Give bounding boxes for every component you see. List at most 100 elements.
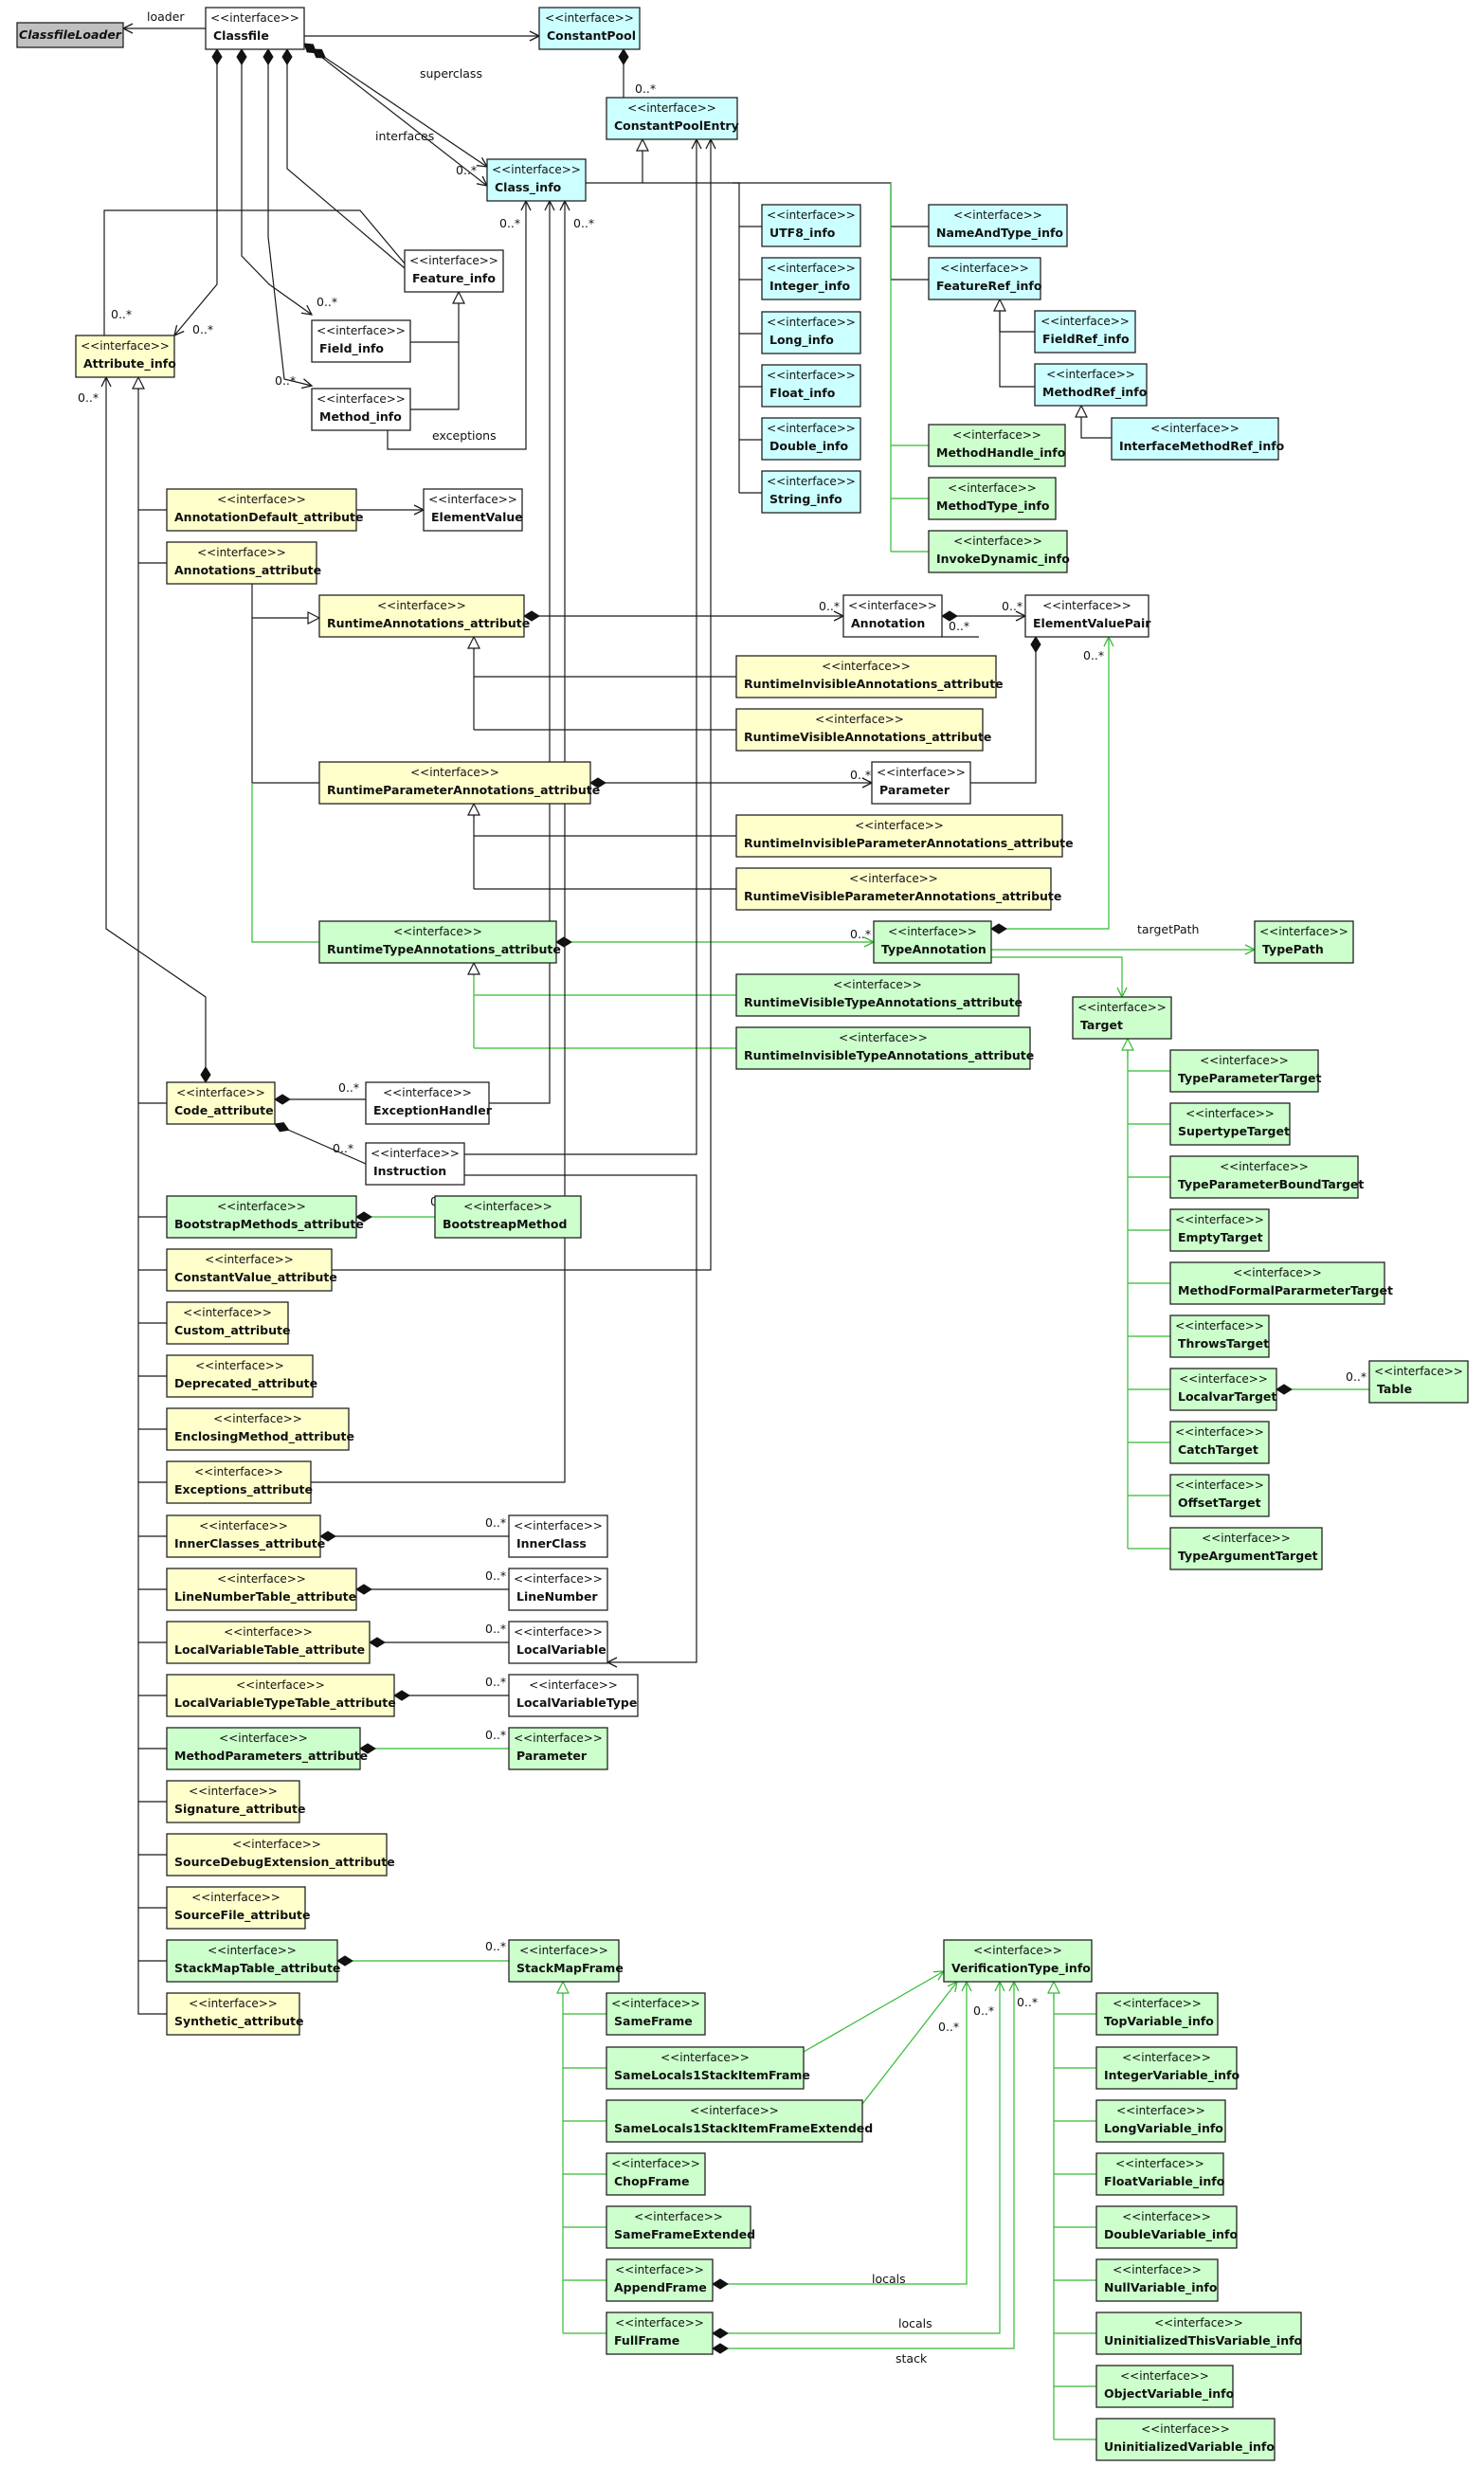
class-box-runtimeannotations-attribute[interactable]: <<interface>>RuntimeAnnotations_attribut… — [318, 594, 530, 638]
class-box-methodparameters-attribute[interactable]: <<interface>>MethodParameters_attribute — [166, 1727, 368, 1770]
class-box-linenumbertable-attribute[interactable]: <<interface>>LineNumberTable_attribute — [166, 1568, 357, 1611]
class-box-innerclass[interactable]: <<interface>>InnerClass — [508, 1514, 608, 1558]
class-box-emptytarget[interactable]: <<interface>>EmptyTarget — [1169, 1208, 1270, 1252]
class-box-stackmaptable-attribute[interactable]: <<interface>>StackMapTable_attribute — [166, 1939, 340, 1983]
class-box-uninitializedthisvariable-info[interactable]: <<interface>>UninitializedThisVariable_i… — [1095, 2312, 1303, 2355]
class-box-sourcefile-attribute[interactable]: <<interface>>SourceFile_attribute — [166, 1886, 311, 1930]
class-box-typeannotation[interactable]: <<interface>>TypeAnnotation — [873, 920, 992, 964]
class-box-runtimeinvisibletypeannotations-attribute[interactable]: <<interface>>RuntimeInvisibleTypeAnnotat… — [735, 1026, 1034, 1070]
class-box-supertypetarget[interactable]: <<interface>>SupertypeTarget — [1169, 1102, 1291, 1146]
class-box-string-info[interactable]: <<interface>>String_info — [761, 470, 861, 514]
class-box-target[interactable]: <<interface>>Target — [1072, 996, 1172, 1040]
class-box-exceptionhandler[interactable]: <<interface>>ExceptionHandler — [365, 1081, 493, 1125]
class-box-deprecated-attribute[interactable]: <<interface>>Deprecated_attribute — [166, 1354, 317, 1398]
class-box-typepath[interactable]: <<interface>>TypePath — [1254, 920, 1354, 964]
class-box-typeparametertarget[interactable]: <<interface>>TypeParameterTarget — [1169, 1049, 1322, 1093]
class-box-signature-attribute[interactable]: <<interface>>Signature_attribute — [166, 1780, 305, 1823]
class-box-attribute-info[interactable]: <<interface>>Attribute_info — [75, 335, 176, 378]
class-box-feature-info[interactable]: <<interface>>Feature_info — [404, 249, 504, 293]
class-box-runtimevisibletypeannotations-attribute[interactable]: <<interface>>RuntimeVisibleTypeAnnotatio… — [735, 973, 1023, 1017]
class-box-bootstrapmethods-attribute[interactable]: <<interface>>BootstrapMethods_attribute — [166, 1195, 364, 1239]
class-box-bootstreapmethod[interactable]: <<interface>>BootstreapMethod — [434, 1195, 582, 1239]
class-box-objectvariable-info[interactable]: <<interface>>ObjectVariable_info — [1095, 2365, 1235, 2408]
class-box-classfile[interactable]: <<interface>>Classfile — [205, 7, 305, 50]
class-box-throwstarget[interactable]: <<interface>>ThrowsTarget — [1169, 1315, 1270, 1358]
class-box-invokedynamic-info[interactable]: <<interface>>InvokeDynamic_info — [928, 530, 1070, 573]
class-box-custom-attribute[interactable]: <<interface>>Custom_attribute — [166, 1301, 291, 1345]
class-box-interfacemethodref-info[interactable]: <<interface>>InterfaceMethodRef_info — [1111, 417, 1285, 461]
class-box-samelocals1stackitemframeextended[interactable]: <<interface>>SameLocals1StackItemFrameEx… — [606, 2099, 873, 2143]
class-box-localvartarget[interactable]: <<interface>>LocalvarTarget — [1169, 1368, 1277, 1411]
class-box-annotations-attribute[interactable]: <<interface>>Annotations_attribute — [166, 541, 321, 585]
class-box-integervariable-info[interactable]: <<interface>>IntegerVariable_info — [1095, 2046, 1240, 2090]
relationship-line-54 — [106, 377, 206, 1082]
class-box-samelocals1stackitemframe[interactable]: <<interface>>SameLocals1StackItemFrame — [606, 2046, 810, 2090]
class-box-field-info[interactable]: <<interface>>Field_info — [311, 319, 411, 363]
class-box-floatvariable-info[interactable]: <<interface>>FloatVariable_info — [1095, 2152, 1225, 2196]
class-box-class-info[interactable]: <<interface>>Class_info — [486, 158, 587, 202]
class-box-runtimeparameterannotations-attribute[interactable]: <<interface>>RuntimeParameterAnnotations… — [318, 761, 600, 805]
class-box-innerclasses-attribute[interactable]: <<interface>>InnerClasses_attribute — [166, 1514, 325, 1558]
class-box-topvariable-info[interactable]: <<interface>>TopVariable_info — [1095, 1992, 1219, 2036]
class-box-float-info[interactable]: <<interface>>Float_info — [761, 364, 861, 408]
class-box-method-info[interactable]: <<interface>>Method_info — [311, 388, 411, 431]
class-box-annotation[interactable]: <<interface>>Annotation — [842, 594, 943, 638]
class-box-constantvalue-attribute[interactable]: <<interface>>ConstantValue_attribute — [166, 1248, 337, 1292]
class-box-stackmapframe[interactable]: <<interface>>StackMapFrame — [508, 1939, 624, 1983]
class-box-annotationdefault-attribute[interactable]: <<interface>>AnnotationDefault_attribute — [166, 488, 364, 532]
class-box-synthetic-attribute[interactable]: <<interface>>Synthetic_attribute — [166, 1992, 303, 2036]
class-box-elementvaluepair[interactable]: <<interface>>ElementValuePair — [1024, 594, 1151, 638]
class-box-parameter2[interactable]: <<interface>>Parameter — [508, 1727, 608, 1770]
class-box-runtimetypeannotations-attribute[interactable]: <<interface>>RuntimeTypeAnnotations_attr… — [318, 920, 561, 964]
class-box-featureref-info[interactable]: <<interface>>FeatureRef_info — [928, 257, 1042, 300]
class-box-longvariable-info[interactable]: <<interface>>LongVariable_info — [1095, 2099, 1226, 2143]
class-box-elementvalue[interactable]: <<interface>>ElementValue — [423, 488, 523, 532]
class-box-nameandtype-info[interactable]: <<interface>>NameAndType_info — [928, 204, 1068, 247]
class-stereotype: <<interface>> — [767, 475, 856, 488]
class-box-catchtarget[interactable]: <<interface>>CatchTarget — [1169, 1421, 1270, 1464]
class-box-localvariabletypetable-attribute[interactable]: <<interface>>LocalVariableTypeTable_attr… — [166, 1674, 396, 1717]
class-box-uninitializedvariable-info[interactable]: <<interface>>UninitializedVariable_info — [1095, 2418, 1276, 2461]
class-box-runtimevisibleannotations-attribute[interactable]: <<interface>>RuntimeVisibleAnnotations_a… — [735, 708, 991, 752]
class-box-localvariable[interactable]: <<interface>>LocalVariable — [508, 1621, 608, 1664]
class-box-long-info[interactable]: <<interface>>Long_info — [761, 311, 861, 354]
class-box-fullframe[interactable]: <<interface>>FullFrame — [606, 2312, 714, 2355]
class-box-code-attribute[interactable]: <<interface>>Code_attribute — [166, 1081, 276, 1125]
class-box-integer-info[interactable]: <<interface>>Integer_info — [761, 257, 861, 300]
class-box-typeparameterboundtarget[interactable]: <<interface>>TypeParameterBoundTarget — [1169, 1155, 1364, 1199]
class-box-localvariabletype[interactable]: <<interface>>LocalVariableType — [508, 1674, 639, 1717]
class-box-methodformalpararmetertarget[interactable]: <<interface>>MethodFormalPararmeterTarge… — [1169, 1261, 1393, 1305]
class-box-methodhandle-info[interactable]: <<interface>>MethodHandle_info — [928, 424, 1066, 467]
class-box-double-info[interactable]: <<interface>>Double_info — [761, 417, 861, 461]
class-box-runtimevisibleparameterannotations-attribute[interactable]: <<interface>>RuntimeVisibleParameterAnno… — [735, 867, 1061, 911]
class-box-constantpoolentry[interactable]: <<interface>>ConstantPoolEntry — [606, 97, 739, 140]
class-box-enclosingmethod-attribute[interactable]: <<interface>>EnclosingMethod_attribute — [166, 1407, 354, 1451]
class-box-fieldref-info[interactable]: <<interface>>FieldRef_info — [1034, 310, 1136, 354]
class-box-chopframe[interactable]: <<interface>>ChopFrame — [606, 2152, 706, 2196]
class-box-typeargumenttarget[interactable]: <<interface>>TypeArgumentTarget — [1169, 1527, 1323, 1570]
class-box-instruction[interactable]: <<interface>>Instruction — [365, 1142, 465, 1186]
class-box-exceptions-attribute[interactable]: <<interface>>Exceptions_attribute — [166, 1460, 313, 1504]
class-box-nullvariable-info[interactable]: <<interface>>NullVariable_info — [1095, 2258, 1219, 2302]
class-box-runtimeinvisibleannotations-attribute[interactable]: <<interface>>RuntimeInvisibleAnnotations… — [735, 655, 1004, 698]
class-name: MethodParameters_attribute — [174, 1749, 368, 1764]
class-box-sourcedebugextension-attribute[interactable]: <<interface>>SourceDebugExtension_attrib… — [166, 1833, 395, 1877]
class-box-appendframe[interactable]: <<interface>>AppendFrame — [606, 2258, 714, 2302]
class-box-parameter[interactable]: <<interface>>Parameter — [871, 761, 971, 805]
class-box-verificationtype-info[interactable]: <<interface>>VerificationType_info — [943, 1939, 1093, 1983]
class-box-offsettarget[interactable]: <<interface>>OffsetTarget — [1169, 1474, 1270, 1517]
class-box-constantpool[interactable]: <<interface>>ConstantPool — [538, 7, 641, 50]
class-stereotype: <<interface>> — [948, 481, 1037, 495]
class-box-doublevariable-info[interactable]: <<interface>>DoubleVariable_info — [1095, 2205, 1238, 2249]
class-box-table[interactable]: <<interface>>Table — [1368, 1360, 1469, 1404]
class-box-localvariabletable-attribute[interactable]: <<interface>>LocalVariableTable_attribut… — [166, 1621, 371, 1664]
class-box-utf8-info[interactable]: <<interface>>UTF8_info — [761, 204, 861, 247]
class-box-runtimeinvisibleparameterannotations-attribute[interactable]: <<interface>>RuntimeInvisibleParameterAn… — [735, 814, 1074, 858]
class-box-methodref-info[interactable]: <<interface>>MethodRef_info — [1034, 363, 1148, 407]
class-box-sameframe[interactable]: <<interface>>SameFrame — [606, 1992, 706, 2036]
class-box-sameframeextended[interactable]: <<interface>>SameFrameExtended — [606, 2205, 755, 2249]
class-box-methodtype-info[interactable]: <<interface>>MethodType_info — [928, 477, 1057, 520]
class-box-linenumber[interactable]: <<interface>>LineNumber — [508, 1568, 608, 1611]
class-name: OffsetTarget — [1178, 1496, 1261, 1510]
class-box-classfileloader[interactable]: ClassfileLoader — [16, 22, 124, 48]
